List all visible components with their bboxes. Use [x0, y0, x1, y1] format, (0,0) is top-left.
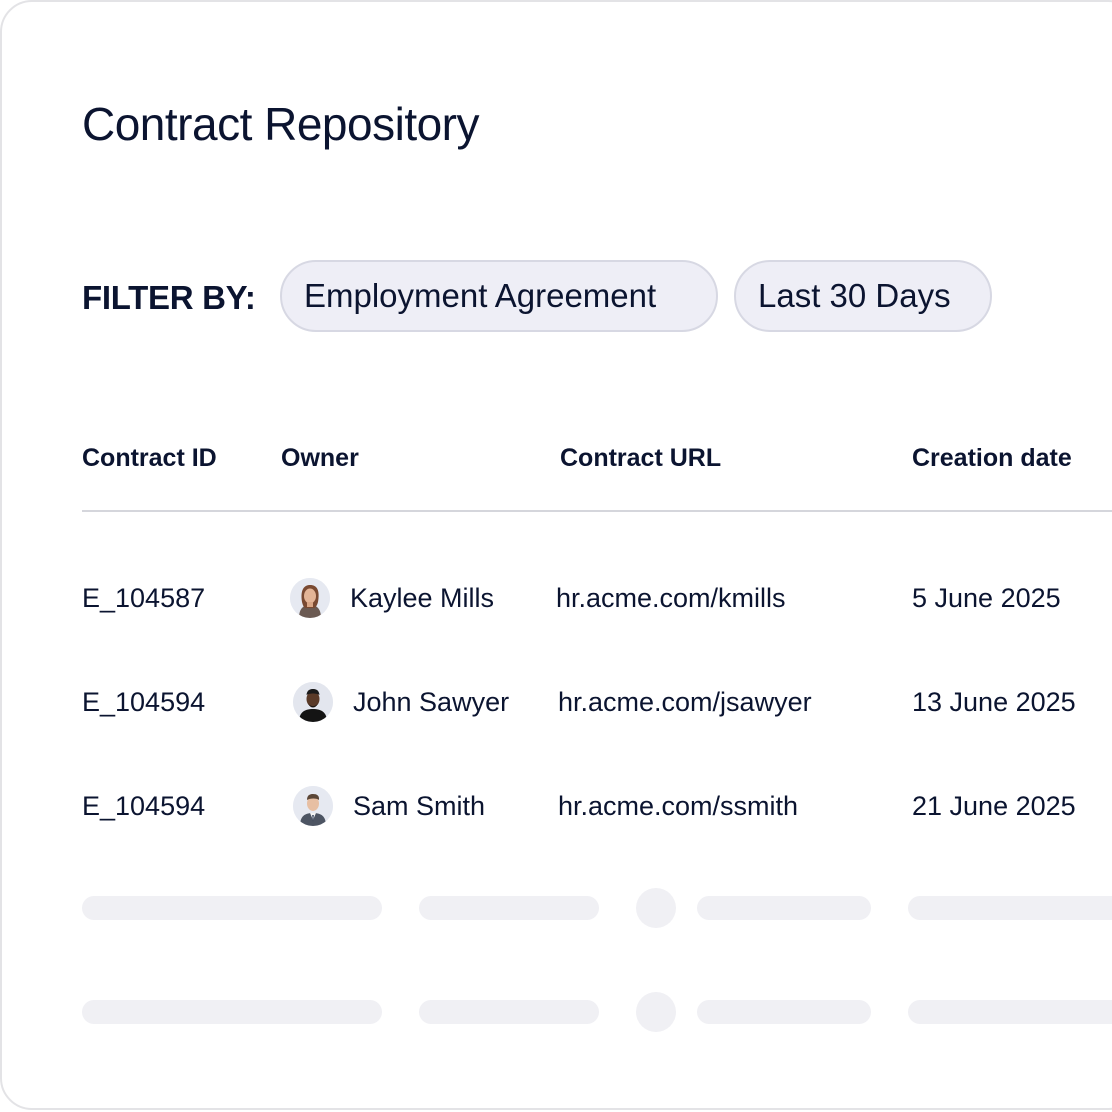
- skeleton-bar: [908, 896, 1112, 920]
- contract-url-link[interactable]: hr.acme.com/kmills: [556, 583, 786, 613]
- skeleton-bar: [697, 896, 871, 920]
- owner-name: John Sawyer: [353, 687, 510, 717]
- skeleton-bar: [908, 1000, 1112, 1024]
- contract-id-cell: E_104594: [82, 791, 206, 821]
- owner-name: Kaylee Mills: [350, 583, 495, 613]
- creation-date-cell: 21 June 2025: [912, 791, 1076, 821]
- skeleton-bar: [697, 1000, 871, 1024]
- skeleton-bar: [82, 896, 382, 920]
- contract-id-cell: E_104587: [82, 583, 206, 613]
- skeleton-bar: [419, 1000, 599, 1024]
- skeleton-bar: [419, 896, 599, 920]
- table-row[interactable]: E_104594 Sam Smith hr.acme.com/ssmith 21…: [2, 774, 1112, 838]
- filter-chip-employment-agreement[interactable]: Employment Agreement: [280, 260, 718, 332]
- filter-by-label: FILTER BY:: [82, 279, 256, 316]
- skeleton-avatar: [636, 992, 676, 1032]
- filter-chip-last-30-days[interactable]: Last 30 Days: [734, 260, 992, 332]
- skeleton-avatar: [636, 888, 676, 928]
- creation-date-cell: 13 June 2025: [912, 687, 1076, 717]
- man-avatar-icon: [293, 682, 333, 722]
- woman-avatar-icon: [290, 578, 330, 618]
- contract-id-cell: E_104594: [82, 687, 206, 717]
- column-header-contract-url[interactable]: Contract URL: [560, 444, 722, 472]
- owner-name: Sam Smith: [353, 791, 486, 821]
- page-title: Contract Repository: [82, 98, 480, 150]
- column-header-contract-id[interactable]: Contract ID: [82, 444, 217, 472]
- contract-url-link[interactable]: hr.acme.com/jsawyer: [558, 687, 812, 717]
- skeleton-bar: [82, 1000, 382, 1024]
- column-header-creation-date[interactable]: Creation date: [912, 444, 1072, 472]
- table-header-divider: [82, 510, 1112, 512]
- creation-date-cell: 5 June 2025: [912, 583, 1061, 613]
- table-row[interactable]: E_104594 John Sawyer hr.acme.com/jsawyer…: [2, 670, 1112, 734]
- contract-url-link[interactable]: hr.acme.com/ssmith: [558, 791, 799, 821]
- man-suit-avatar-icon: [293, 786, 333, 826]
- column-header-owner[interactable]: Owner: [281, 444, 359, 472]
- table-row[interactable]: E_104587 Kaylee Mills hr.acme.com/kmills…: [2, 566, 1112, 630]
